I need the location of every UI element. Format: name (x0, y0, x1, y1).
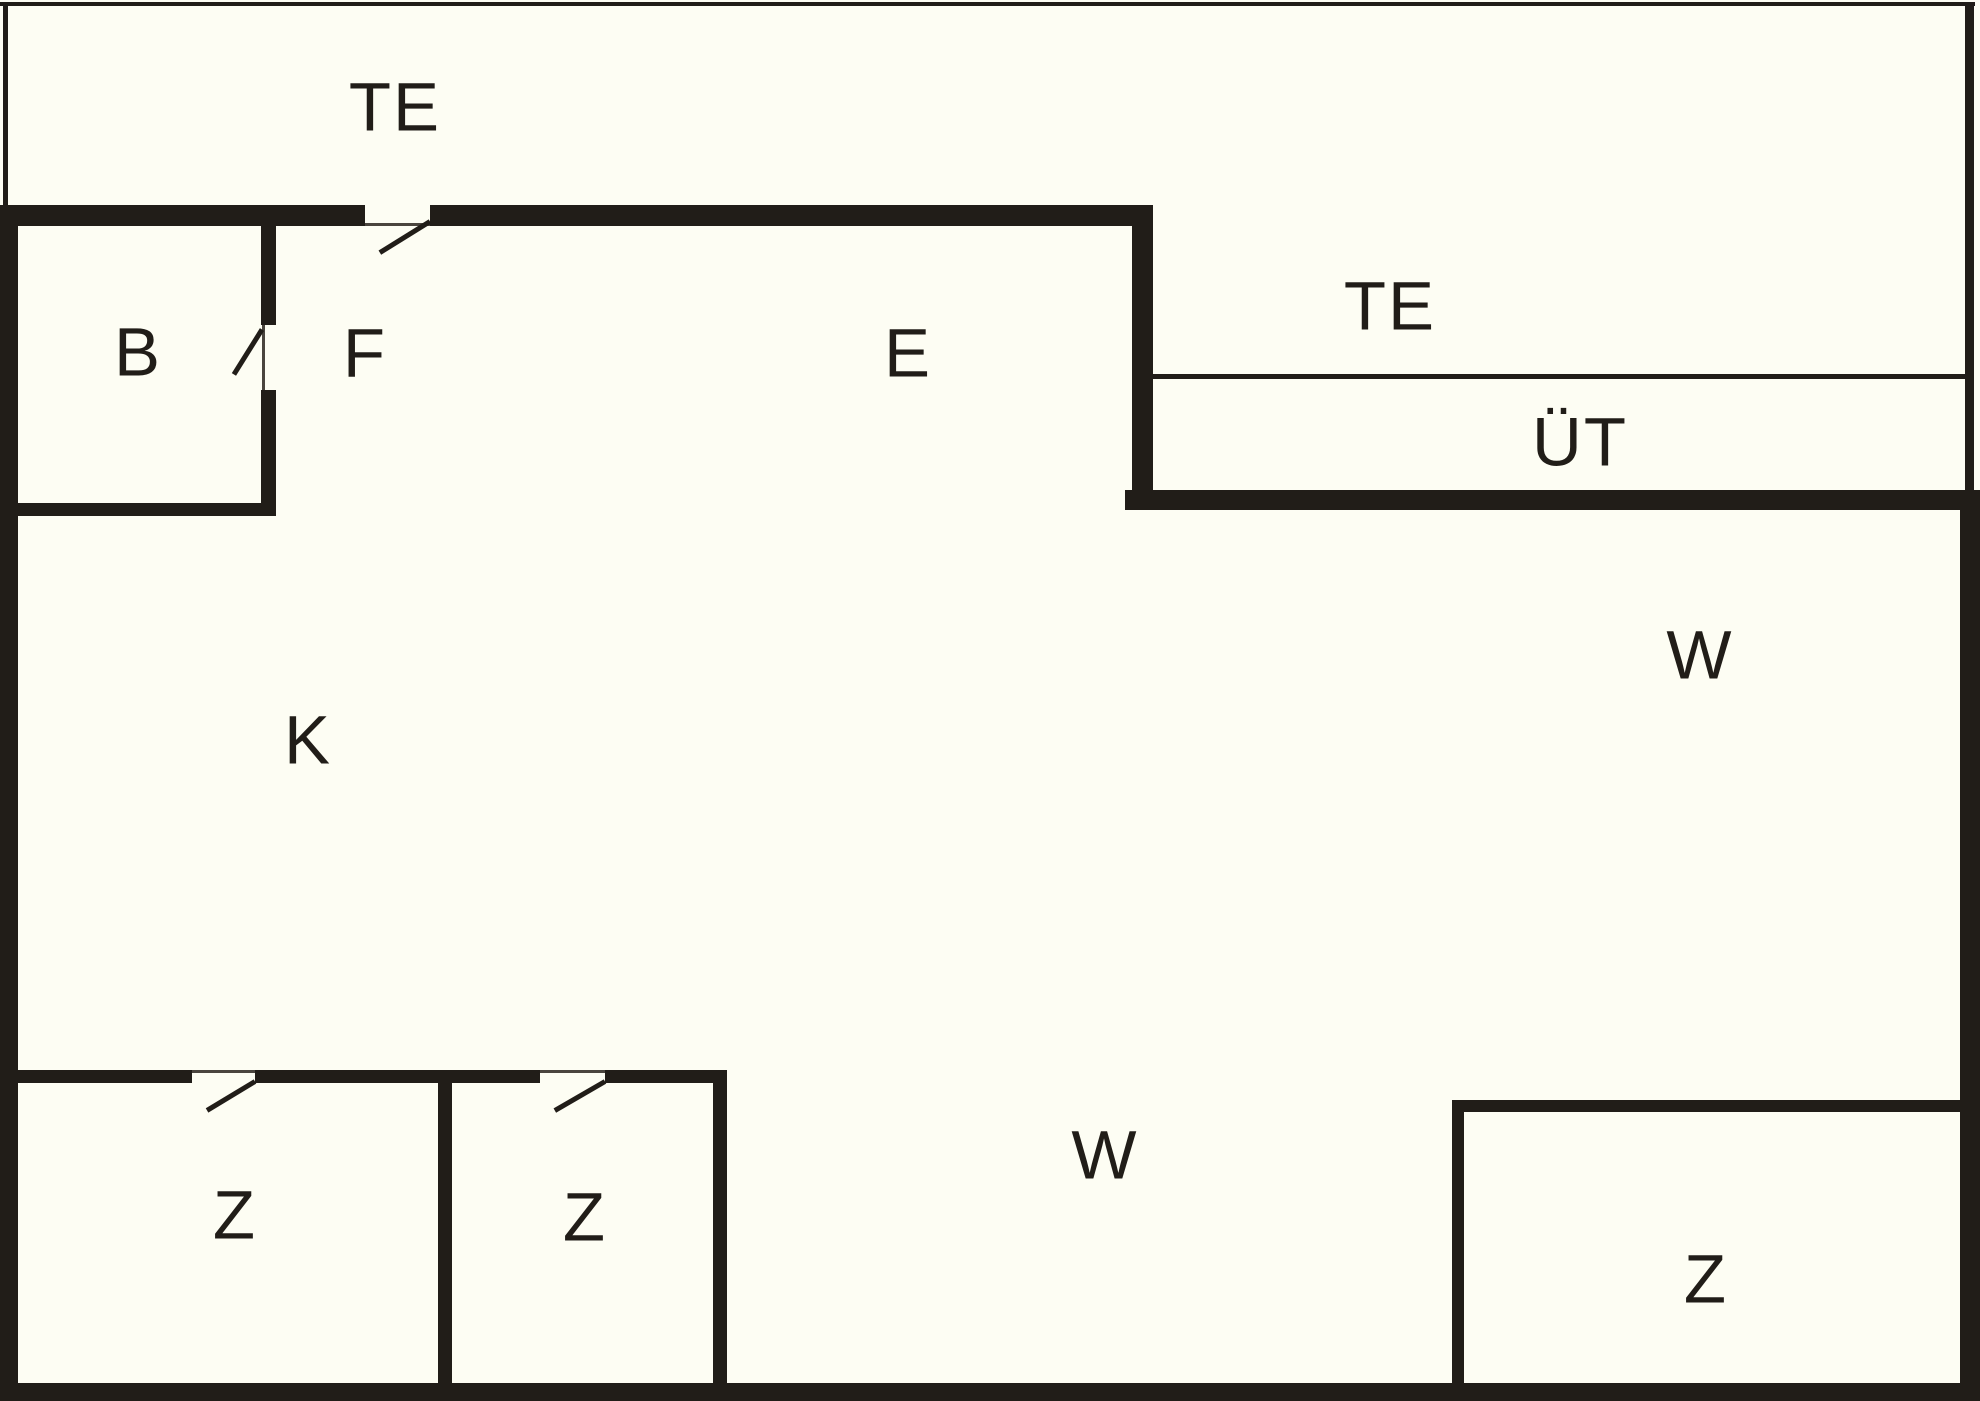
wall-z-divider (438, 1083, 452, 1383)
room-label-z-right: Z (1683, 1240, 1729, 1318)
wall-top-left-segment (0, 205, 365, 226)
door-lintel-z-left (192, 1070, 255, 1073)
wall-z3-top (1452, 1100, 1960, 1112)
wall-z-top-b (255, 1070, 540, 1083)
wall-right-outer (1960, 490, 1980, 1401)
door-lintel-z-mid (540, 1070, 605, 1073)
room-label-z-left: Z (212, 1176, 258, 1254)
outer-border-top (0, 2, 1975, 6)
door-lintel-bf (262, 325, 265, 390)
room-label-k: K (283, 701, 333, 779)
outer-border-left (3, 2, 8, 207)
room-label-w-lower: W (1071, 1116, 1139, 1194)
wall-ut-bottom (1125, 490, 1980, 510)
wall-bottom-outer (0, 1383, 1980, 1401)
room-label-w-upper: W (1666, 616, 1734, 694)
door-swing-bf (231, 328, 265, 376)
wall-bf-upper (261, 226, 276, 325)
door-swing-z-mid (553, 1079, 607, 1113)
wall-bf-lower (261, 390, 276, 516)
door-swing-z-left (205, 1079, 257, 1113)
room-label-f: F (342, 314, 388, 392)
room-label-e: E (883, 314, 933, 392)
wall-e-right (1132, 205, 1153, 508)
room-label-te-right: TE (1343, 267, 1437, 345)
line-te-ut-separator (1153, 374, 1965, 379)
wall-z-top-a (18, 1070, 192, 1083)
room-label-b: B (113, 313, 163, 391)
wall-z-top-c (605, 1070, 727, 1083)
room-label-te-top: TE (348, 68, 442, 146)
room-label-ut: ÜT (1532, 403, 1628, 481)
wall-b-bottom (0, 503, 276, 516)
outer-border-right (1965, 2, 1974, 492)
wall-z3-left (1452, 1112, 1464, 1383)
door-lintel-terrace (365, 223, 430, 226)
wall-top-right-segment (430, 205, 1153, 226)
wall-left-outer (0, 205, 18, 1401)
room-label-z-mid: Z (562, 1178, 608, 1256)
wall-z2-right (713, 1083, 727, 1383)
